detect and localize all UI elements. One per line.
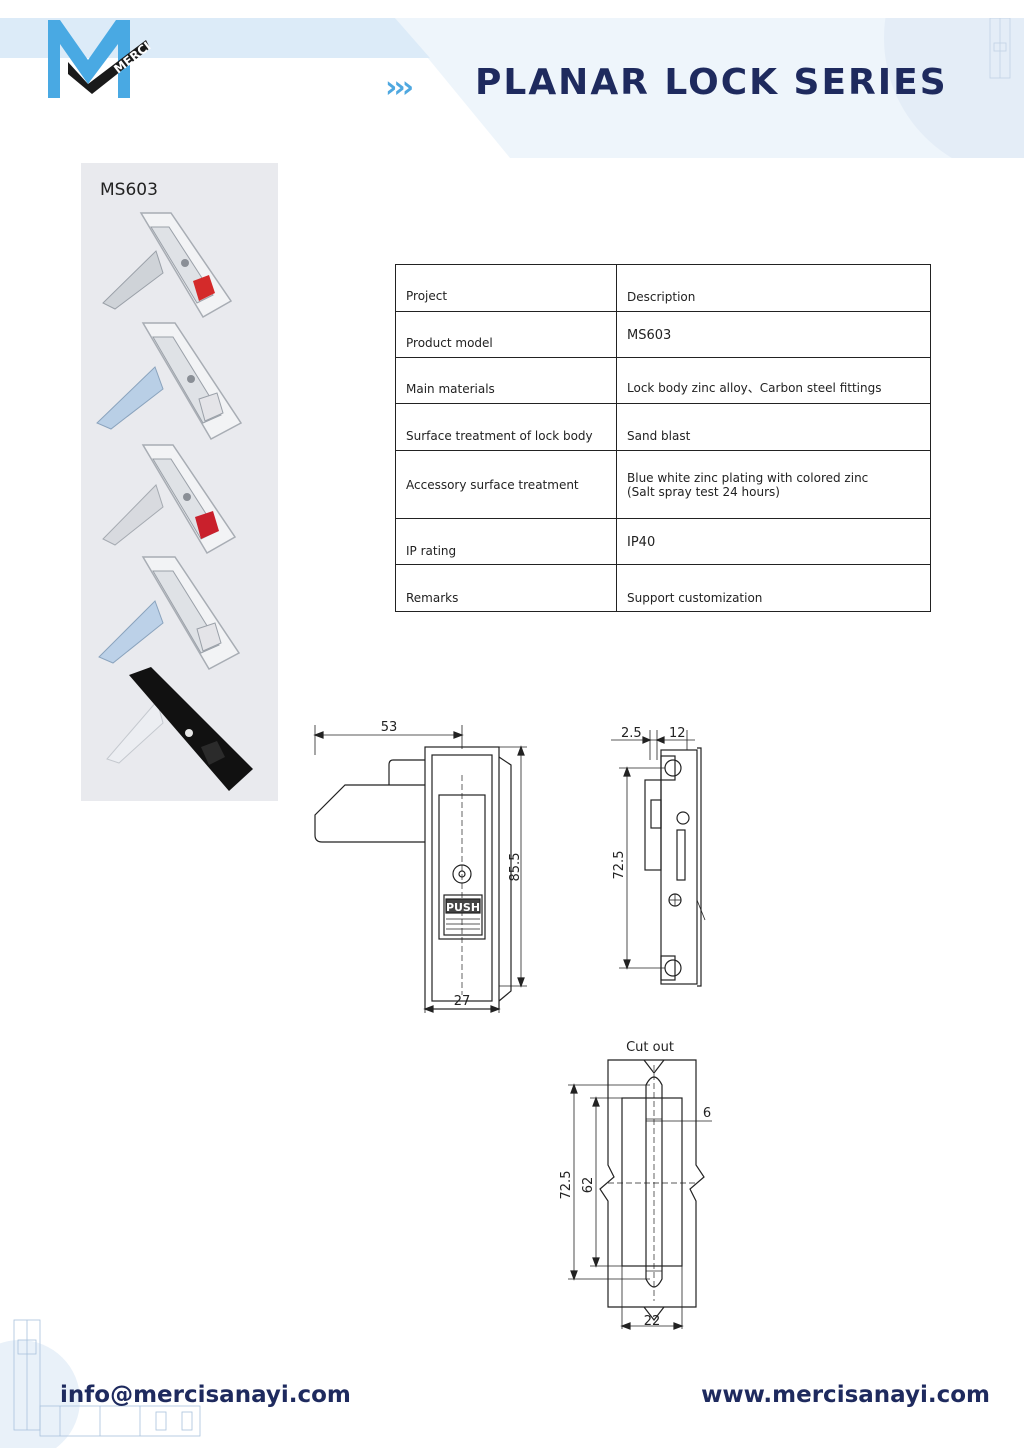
- table-row: IP rating IP40: [395, 518, 931, 565]
- photo-model-label: MS603: [100, 180, 158, 200]
- row-value: Sand blast: [616, 403, 931, 451]
- footer-email-link[interactable]: info@mercisanayi.com: [60, 1382, 351, 1408]
- table-row: Remarks Support customization: [395, 564, 931, 612]
- lock-photo-3: [102, 444, 237, 555]
- table-row: Accessory surface treatment Blue white z…: [395, 450, 931, 519]
- logo-text: MERCI: [111, 39, 153, 76]
- row-value-line1: Blue white zinc plating with colored zin…: [627, 470, 869, 485]
- dim-72-5-label: 72.5: [612, 851, 627, 880]
- row-label: IP rating: [395, 518, 617, 565]
- product-photos: [96, 212, 253, 791]
- row-label: Remarks: [395, 564, 617, 612]
- row-label: Surface treatment of lock body: [395, 403, 617, 451]
- push-button-text: PUSH: [446, 901, 480, 914]
- dim-85-5-label: 85.5: [508, 853, 523, 882]
- cutout-title: Cut out: [626, 1040, 674, 1055]
- lock-photo-4: [98, 556, 241, 670]
- dim-27-label: 27: [454, 994, 471, 1009]
- row-value: Description: [616, 264, 931, 312]
- front-view-drawing: 53 PUSH 85.5 27: [313, 720, 527, 1013]
- page-title: PLANAR LOCK SERIES: [475, 62, 948, 103]
- cutout-dim-62-label: 62: [581, 1177, 596, 1194]
- spec-table: Project Description Product model MS603 …: [395, 264, 931, 612]
- table-row: Surface treatment of lock body Sand blas…: [395, 403, 931, 451]
- row-value: IP40: [616, 518, 931, 565]
- row-value: Support customization: [616, 564, 931, 612]
- dim-12-label: 12: [669, 726, 686, 741]
- row-value: Blue white zinc plating with colored zin…: [616, 450, 931, 519]
- table-row: Project Description: [395, 264, 931, 312]
- dim-2-5-label: 2.5: [621, 726, 642, 741]
- chevron-arrows-icon: ›››: [385, 70, 414, 105]
- row-label: Main materials: [395, 357, 617, 404]
- row-label: Accessory surface treatment: [395, 450, 617, 519]
- decorative-blueprint: [0, 1319, 201, 1448]
- cutout-dim-22-label: 22: [644, 1314, 661, 1329]
- row-label: Product model: [395, 311, 617, 358]
- lock-photo-1: [102, 212, 233, 319]
- cutout-dim-72-5-label: 72.5: [559, 1171, 574, 1200]
- table-row: Main materials Lock body zinc alloy、Carb…: [395, 357, 931, 404]
- dim-53-label: 53: [381, 720, 398, 735]
- lock-photo-2: [96, 322, 243, 441]
- cutout-dim-6-label: 6: [703, 1106, 711, 1121]
- cutout-drawing: Cut out 72.5 62 6 22: [559, 1040, 712, 1330]
- lock-photo-5: [106, 667, 253, 791]
- table-row: Product model MS603: [395, 311, 931, 358]
- row-value: MS603: [616, 311, 931, 358]
- footer-website-link[interactable]: www.mercisanayi.com: [701, 1382, 990, 1408]
- merci-logo: MERCI: [48, 20, 153, 98]
- row-value: Lock body zinc alloy、Carbon steel fittin…: [616, 357, 931, 404]
- row-value-line2: (Salt spray test 24 hours): [627, 484, 780, 499]
- side-view-drawing: 2.5 12 72.5: [611, 726, 706, 987]
- row-label: Project: [395, 264, 617, 312]
